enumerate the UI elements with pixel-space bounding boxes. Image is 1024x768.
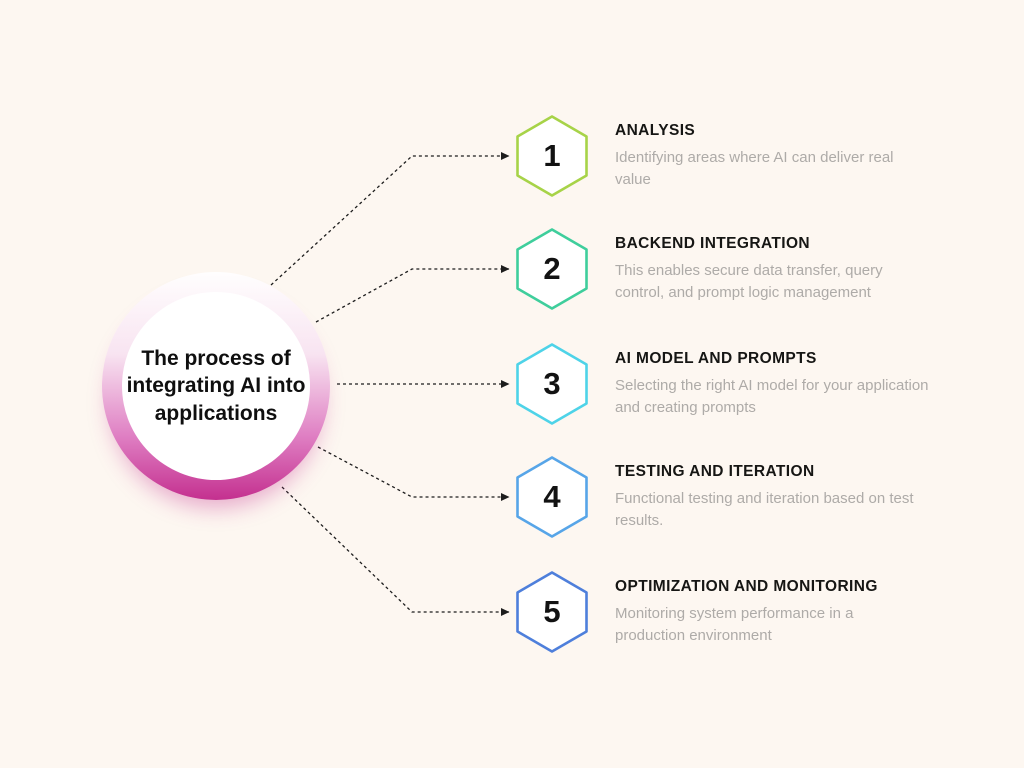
step-number: 5 bbox=[543, 594, 561, 629]
step-row-4: 4 TESTING AND ITERATION Functional testi… bbox=[515, 456, 945, 538]
step-title: TESTING AND ITERATION bbox=[615, 463, 815, 480]
central-circle-label: The process of integrating AI into appli… bbox=[122, 292, 310, 480]
step-hexagon-3: 3 bbox=[515, 343, 589, 425]
hexagon-icon bbox=[516, 228, 588, 310]
step-row-1: 1 ANALYSIS Identifying areas where AI ca… bbox=[515, 115, 915, 197]
step-number: 2 bbox=[543, 251, 561, 286]
central-title-line: applications bbox=[154, 401, 278, 425]
step-hexagon-5: 5 bbox=[515, 571, 589, 653]
step-row-3: 3 AI MODEL AND PROMPTS Selecting the rig… bbox=[515, 343, 947, 425]
step-number: 3 bbox=[543, 366, 561, 401]
connector-step-2 bbox=[315, 265, 510, 323]
connector-step-5 bbox=[281, 486, 510, 616]
step-text-3: AI MODEL AND PROMPTS Selecting the right… bbox=[615, 350, 947, 418]
step-description: Monitoring system performance in a produ… bbox=[615, 605, 854, 644]
step-hexagon-4: 4 bbox=[515, 456, 589, 538]
central-title-line: integrating AI into bbox=[126, 374, 306, 398]
step-number: 4 bbox=[543, 479, 561, 514]
connector-step-1 bbox=[270, 152, 510, 286]
step-text-1: ANALYSIS Identifying areas where AI can … bbox=[615, 122, 915, 190]
connector-step-4 bbox=[317, 446, 510, 501]
step-description: Functional testing and iteration based o… bbox=[615, 490, 914, 529]
hexagon-icon bbox=[516, 343, 588, 425]
step-row-2: 2 BACKEND INTEGRATION This enables secur… bbox=[515, 228, 927, 310]
step-description: Selecting the right AI model for your ap… bbox=[615, 377, 929, 416]
step-title: OPTIMIZATION AND MONITORING bbox=[615, 578, 878, 595]
step-hexagon-1: 1 bbox=[515, 115, 589, 197]
step-description: Identifying areas where AI can deliver r… bbox=[615, 149, 894, 188]
step-text-2: BACKEND INTEGRATION This enables secure … bbox=[615, 235, 927, 303]
step-title: ANALYSIS bbox=[615, 122, 696, 139]
step-description: This enables secure data transfer, query… bbox=[615, 262, 883, 301]
hexagon-icon bbox=[516, 456, 588, 538]
hexagon-icon bbox=[516, 571, 588, 653]
central-title-line: The process of bbox=[141, 346, 291, 370]
step-hexagon-2: 2 bbox=[515, 228, 589, 310]
step-number: 1 bbox=[543, 138, 561, 173]
step-title: BACKEND INTEGRATION bbox=[615, 235, 811, 252]
step-row-5: 5 OPTIMIZATION AND MONITORING Monitoring… bbox=[515, 571, 878, 653]
step-text-5: OPTIMIZATION AND MONITORING Monitoring s… bbox=[615, 578, 878, 646]
step-title: AI MODEL AND PROMPTS bbox=[615, 350, 817, 367]
hexagon-icon bbox=[516, 115, 588, 197]
central-circle: The process of integrating AI into appli… bbox=[102, 272, 330, 500]
step-text-4: TESTING AND ITERATION Functional testing… bbox=[615, 463, 945, 531]
